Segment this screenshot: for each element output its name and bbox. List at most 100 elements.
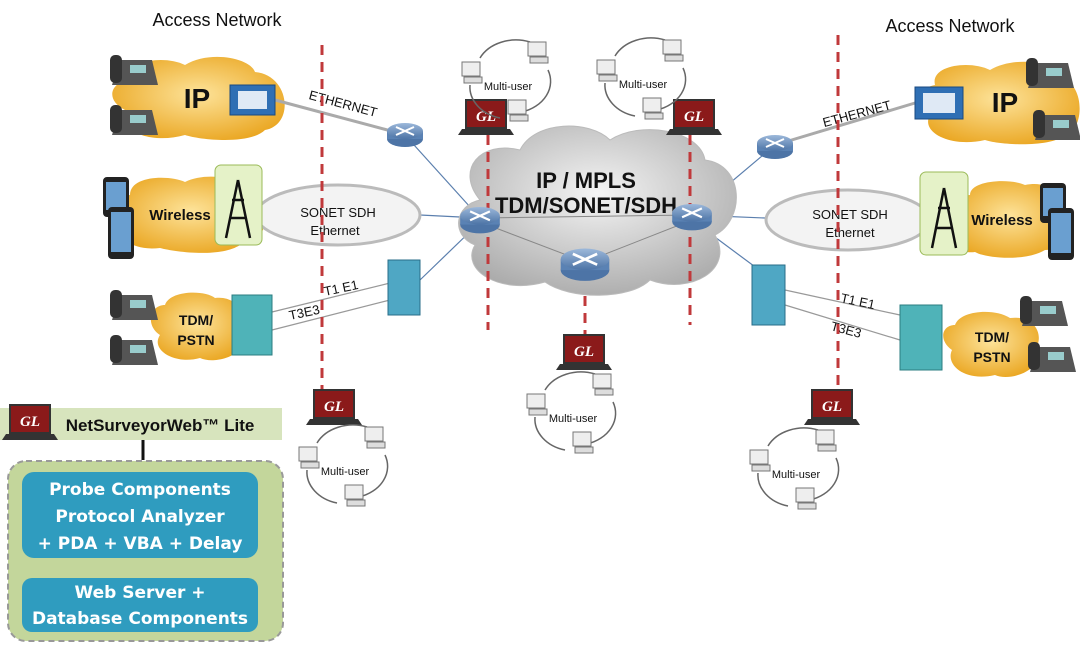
cell-tower-box-left bbox=[214, 164, 263, 246]
gl-laptop-icon: GL bbox=[556, 334, 612, 370]
ethernet-link-left bbox=[274, 98, 396, 134]
mobile-screen bbox=[111, 212, 131, 252]
cycle-arrow bbox=[521, 69, 552, 113]
ethernet-label-right: ETHERNET bbox=[821, 97, 893, 130]
pc-monitor bbox=[592, 373, 612, 389]
desk-phone-icon bbox=[110, 55, 158, 85]
probe-line-3: + PDA + VBA + Delay bbox=[38, 534, 243, 554]
router-arrows bbox=[572, 252, 598, 266]
laptop-screen bbox=[563, 334, 605, 364]
ip-label-right: IP bbox=[992, 87, 1018, 118]
pc-icon bbox=[596, 59, 618, 82]
multi-user-group: Multi-user bbox=[461, 39, 552, 122]
cycle-arrow bbox=[469, 84, 501, 119]
gl-laptop-icon: GL bbox=[458, 99, 514, 135]
gl-logo-text: GL bbox=[476, 109, 496, 125]
gl-logo-text: GL bbox=[822, 399, 842, 415]
pc-icon bbox=[592, 373, 614, 396]
gl-logo-text: GL bbox=[324, 399, 344, 415]
router-icon bbox=[460, 207, 500, 234]
gl-laptop-icon: GL bbox=[666, 99, 722, 135]
laptop-base bbox=[458, 129, 514, 135]
tdm-switch-left bbox=[387, 259, 421, 316]
pc-base bbox=[366, 441, 386, 449]
pc-monitor bbox=[527, 41, 547, 57]
gl-laptop-icon: GL bbox=[2, 404, 58, 440]
phone-handset bbox=[1028, 342, 1040, 370]
tdm-server-right bbox=[899, 304, 943, 371]
tdm-label-left-1: TDM/ bbox=[179, 312, 213, 328]
server-line-2: Database Components bbox=[32, 609, 248, 629]
server-line-1: Web Server + bbox=[74, 583, 205, 603]
cycle-arrow bbox=[614, 37, 666, 57]
t3e3-label-left: T3E3 bbox=[288, 302, 322, 323]
pc-base bbox=[598, 74, 618, 82]
pc-monitor bbox=[526, 393, 546, 409]
cycle-arrow bbox=[306, 469, 338, 504]
tdm-switch-right bbox=[751, 264, 786, 326]
multi-user-group: Multi-user bbox=[298, 424, 389, 507]
gl-laptop-icon: GL bbox=[306, 389, 362, 425]
core-cloud bbox=[458, 125, 737, 296]
laptop-base bbox=[2, 434, 58, 440]
pc-monitor bbox=[642, 97, 662, 113]
phone-handset bbox=[110, 290, 122, 318]
tdm-label-right-2: PSTN bbox=[973, 349, 1010, 365]
phone-screen bbox=[1046, 68, 1062, 76]
probe-components-box bbox=[22, 472, 258, 558]
cycle-arrow bbox=[479, 39, 531, 59]
cycle-arrow bbox=[604, 82, 636, 117]
phone-handset bbox=[1026, 58, 1038, 86]
phone-screen bbox=[130, 115, 146, 123]
link bbox=[404, 134, 481, 219]
wireless-label-right: Wireless bbox=[971, 212, 1033, 229]
cycle-arrow bbox=[586, 401, 617, 445]
cycle-arrow bbox=[544, 371, 596, 391]
multi-user-label: Multi-user bbox=[484, 81, 533, 93]
pc-icon bbox=[749, 449, 771, 472]
cycle-arrow bbox=[358, 454, 389, 498]
multi-user-label: Multi-user bbox=[549, 413, 598, 425]
router-arrows bbox=[681, 207, 703, 219]
tdm-label-right-1: TDM/ bbox=[975, 329, 1009, 345]
pc-icon bbox=[795, 487, 817, 510]
phone-screen bbox=[1048, 352, 1064, 360]
pc-base bbox=[574, 446, 594, 454]
cycle-arrow bbox=[757, 472, 789, 507]
router-arrows bbox=[469, 210, 491, 222]
cycle-arrow bbox=[534, 416, 566, 451]
laptop-screen bbox=[673, 99, 715, 129]
router-icon bbox=[560, 248, 610, 281]
sonet-label-left: SONET SDH bbox=[300, 205, 376, 220]
laptop-base bbox=[556, 364, 612, 370]
pc-icon bbox=[662, 39, 684, 62]
router-arrows bbox=[765, 138, 785, 148]
multi-user-label: Multi-user bbox=[321, 466, 370, 478]
phone-screen bbox=[1053, 120, 1069, 128]
wireless-cloud-right bbox=[951, 181, 1068, 258]
pc-monitor bbox=[596, 59, 616, 75]
t1e1-label-right: T1 E1 bbox=[839, 290, 876, 312]
pc-monitor bbox=[364, 426, 384, 442]
pc-icon bbox=[364, 426, 386, 449]
pc-monitor bbox=[815, 429, 835, 445]
pc-icon bbox=[815, 429, 837, 452]
cell-tower-icon bbox=[224, 179, 252, 239]
laptop-screen bbox=[313, 389, 355, 419]
pc-base bbox=[644, 112, 664, 120]
cycle-arrow bbox=[316, 424, 368, 444]
desk-phone-icon bbox=[1028, 342, 1076, 372]
pc-monitor bbox=[344, 484, 364, 500]
gl-logo-text: GL bbox=[684, 109, 704, 125]
desk-phone-icon bbox=[110, 290, 158, 320]
tdm-label-left-2: PSTN bbox=[177, 332, 214, 348]
t1e1-link bbox=[784, 289, 901, 316]
router-icon bbox=[757, 135, 793, 159]
pc-base bbox=[797, 502, 817, 510]
pc-icon bbox=[507, 99, 529, 122]
cycle-arrow bbox=[809, 457, 840, 501]
router-icon bbox=[672, 204, 712, 231]
cycle-arrow bbox=[656, 67, 687, 111]
